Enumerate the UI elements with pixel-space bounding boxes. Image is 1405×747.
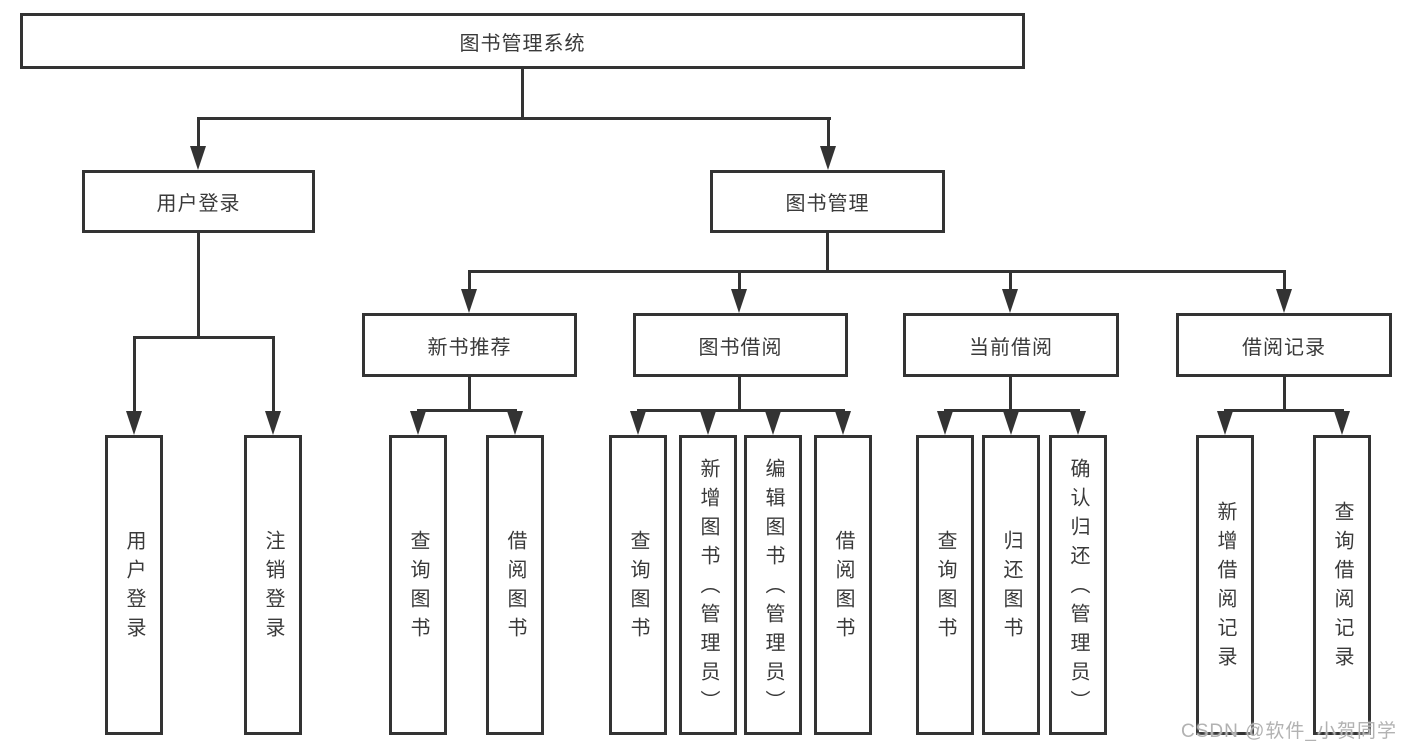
arrow-down-icon (731, 289, 747, 313)
leaf-query-borrow-record: 查询借阅记录 (1313, 435, 1371, 735)
node-user-login: 用户登录 (82, 170, 315, 233)
node-label: 查询图书 (407, 530, 429, 646)
node-label: 图书管理系统 (459, 32, 586, 55)
connector-to-node (738, 270, 741, 291)
connector-split (637, 409, 845, 412)
node-label: 图书借阅 (698, 336, 783, 359)
arrow-down-icon (1276, 289, 1292, 313)
leaf-query-books-borrowing: 查询图书 (609, 435, 667, 735)
node-label: 查询图书 (934, 530, 956, 646)
node-label: 借阅图书 (504, 530, 526, 646)
connector-stem (468, 377, 471, 410)
arrow-down-icon (700, 411, 716, 435)
node-label: 编辑图书（管理员） (762, 457, 784, 719)
connector-to-node (1009, 270, 1012, 291)
connector-book-mgmt-split (468, 270, 1285, 273)
node-book-management: 图书管理 (710, 170, 945, 233)
arrow-down-icon (765, 411, 781, 435)
node-library-system: 图书管理系统 (20, 13, 1025, 69)
arrow-down-icon (835, 411, 851, 435)
node-label: 确认归还（管理员） (1067, 457, 1089, 719)
node-label: 图书管理 (785, 193, 870, 215)
connector-to-leaf (133, 336, 136, 414)
arrow-down-icon (1003, 411, 1019, 435)
node-label: 用户登录 (123, 530, 145, 646)
connector-to-node (1283, 270, 1286, 291)
arrow-down-icon (410, 411, 426, 435)
node-label: 归还图书 (1000, 530, 1022, 646)
leaf-add-book-admin: 新增图书（管理员） (679, 435, 737, 735)
connector-stem (1283, 377, 1286, 410)
node-label: 新书推荐 (427, 336, 512, 359)
connector-book-mgmt-stem (826, 233, 829, 272)
connector-to-user-login (197, 117, 200, 149)
leaf-query-books-current: 查询图书 (916, 435, 974, 735)
arrow-down-icon (630, 411, 646, 435)
node-new-book-recommend: 新书推荐 (362, 313, 577, 377)
arrow-down-icon (126, 411, 142, 435)
node-current-borrowing: 当前借阅 (903, 313, 1119, 377)
node-label: 新增图书（管理员） (697, 457, 719, 719)
node-label: 查询借阅记录 (1331, 501, 1353, 675)
connector-user-login-stem (197, 233, 200, 336)
leaf-return-books: 归还图书 (982, 435, 1040, 735)
connector-user-login-split (133, 336, 274, 339)
arrow-down-icon (1217, 411, 1233, 435)
node-label: 借阅记录 (1242, 336, 1326, 359)
node-label: 借阅图书 (832, 530, 854, 646)
node-label: 当前借阅 (969, 336, 1053, 359)
leaf-confirm-return-admin: 确认归还（管理员） (1049, 435, 1107, 735)
connector-stem (738, 377, 741, 410)
leaf-user-login: 用户登录 (105, 435, 163, 735)
connector-to-book-management (827, 117, 830, 149)
arrow-down-icon (265, 411, 281, 435)
node-borrowing-records: 借阅记录 (1176, 313, 1392, 377)
leaf-borrow-books-recommend: 借阅图书 (486, 435, 544, 735)
connector-split (944, 409, 1080, 412)
arrow-down-icon (937, 411, 953, 435)
connector-split (1224, 409, 1344, 412)
leaf-edit-book-admin: 编辑图书（管理员） (744, 435, 802, 735)
connector-split (417, 409, 517, 412)
node-book-borrowing: 图书借阅 (633, 313, 848, 377)
arrow-down-icon (1002, 289, 1018, 313)
node-label: 用户登录 (156, 193, 241, 215)
arrow-down-icon (1334, 411, 1350, 435)
leaf-add-borrow-record: 新增借阅记录 (1196, 435, 1254, 735)
leaf-logout: 注销登录 (244, 435, 302, 735)
arrow-down-icon (1070, 411, 1086, 435)
connector-to-node (468, 270, 471, 291)
leaf-query-books-recommend: 查询图书 (389, 435, 447, 735)
connector-root-split (197, 117, 831, 120)
leaf-borrow-books-borrowing: 借阅图书 (814, 435, 872, 735)
connector-stem (1009, 377, 1012, 410)
csdn-watermark: CSDN @软件_小贺同学 (1181, 721, 1397, 742)
node-label: 注销登录 (262, 530, 284, 646)
connector-to-leaf (272, 336, 275, 414)
arrow-down-icon (461, 289, 477, 313)
connector-root-stem (521, 67, 524, 119)
node-label: 新增借阅记录 (1214, 501, 1236, 675)
node-label: 查询图书 (627, 530, 649, 646)
arrow-down-icon (190, 146, 206, 170)
arrow-down-icon (507, 411, 523, 435)
arrow-down-icon (820, 146, 836, 170)
